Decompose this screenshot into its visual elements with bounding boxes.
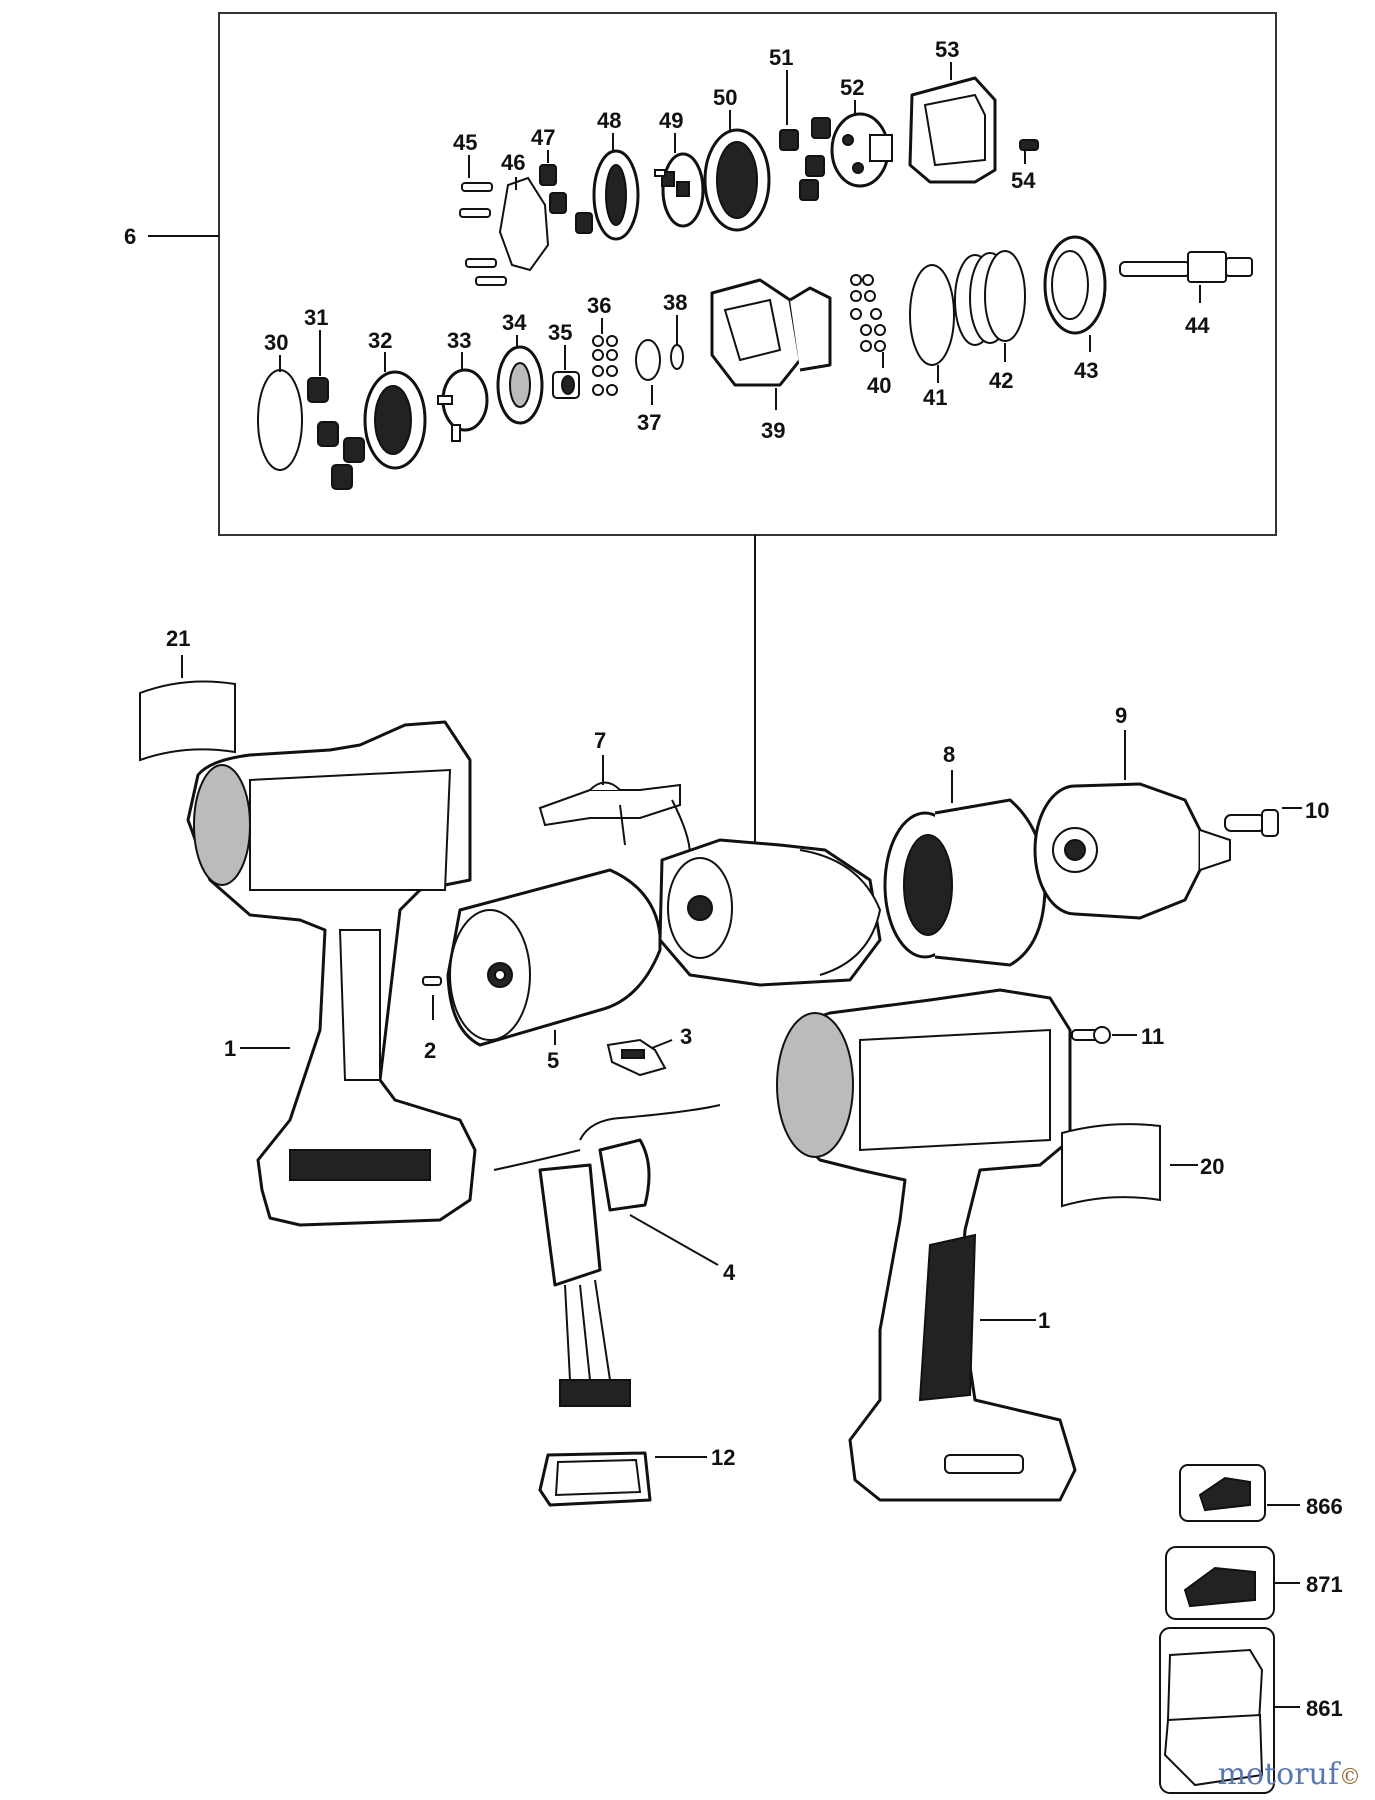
pin-2 — [422, 976, 442, 986]
part-label-44: 44 — [1185, 313, 1210, 338]
part-label-3: 3 — [680, 1024, 692, 1049]
part-label-30: 30 — [264, 330, 288, 355]
part-label-34: 34 — [502, 310, 527, 335]
housing-assembled-1 — [776, 988, 1077, 1502]
part-label-48: 48 — [597, 108, 621, 133]
part-label-54: 54 — [1011, 168, 1036, 193]
part-label-40: 40 — [867, 373, 891, 398]
part-label-42: 42 — [989, 368, 1013, 393]
part-label-52: 52 — [840, 75, 864, 100]
part-label-35: 35 — [548, 320, 572, 345]
screw-10 — [1224, 809, 1279, 837]
carrier-52 — [830, 112, 893, 188]
screws-45 — [459, 182, 507, 286]
part-label-12: 12 — [711, 1445, 735, 1470]
clutch-collar-43 — [1043, 235, 1107, 335]
carrier-33 — [437, 368, 489, 442]
part-label-11: 11 — [1141, 1024, 1164, 1049]
label-21 — [139, 680, 236, 762]
spring-42 — [954, 250, 1026, 346]
part-label-36: 36 — [587, 293, 611, 318]
part-label-5: 5 — [547, 1048, 559, 1073]
housing-half-left-1 — [186, 720, 477, 1227]
part-label-20: 20 — [1200, 1154, 1224, 1179]
gearbox-assembly-6 — [658, 838, 882, 987]
part-label-10: 10 — [1305, 798, 1329, 823]
switch-4 — [493, 1104, 721, 1407]
part-label-8: 8 — [943, 742, 955, 767]
carrier-49 — [654, 152, 705, 228]
planet-gears-51 — [779, 117, 831, 201]
part-label-46: 46 — [501, 150, 525, 175]
clutch-collar-8 — [883, 798, 1047, 967]
part-label-37: 37 — [637, 410, 661, 435]
part-label-47: 47 — [531, 125, 555, 150]
motor-5 — [446, 868, 662, 1047]
part-label-45: 45 — [453, 130, 477, 155]
circlip-38 — [670, 344, 684, 370]
balls-36 — [592, 335, 618, 396]
part-label-6: 6 — [124, 224, 136, 249]
washer-37 — [635, 339, 661, 381]
part-label-1a: 1 — [224, 1036, 236, 1061]
clutch-ring-34 — [496, 345, 544, 425]
part-label-7: 7 — [594, 728, 606, 753]
label-20 — [1061, 1123, 1161, 1208]
part-label-2: 2 — [424, 1038, 436, 1063]
clip-3 — [606, 1038, 667, 1077]
part-label-32: 32 — [368, 328, 392, 353]
case-861 — [1159, 1627, 1275, 1794]
part-label-21: 21 — [166, 626, 190, 651]
planet-gears-47 — [539, 164, 593, 234]
part-label-51: 51 — [769, 45, 793, 70]
washer-30 — [257, 369, 303, 471]
part-label-31: 31 — [304, 305, 328, 330]
charger-871 — [1165, 1546, 1275, 1620]
washer-46 — [498, 176, 550, 272]
balls-40 — [850, 274, 886, 352]
part-label-33: 33 — [447, 328, 471, 353]
planet-gears-31 — [307, 377, 365, 490]
ring-gear-50 — [703, 128, 771, 232]
part-label-39: 39 — [761, 418, 785, 443]
bracket-7 — [538, 781, 691, 856]
screw-11 — [1071, 1026, 1111, 1044]
ring-41 — [909, 264, 955, 366]
spindle-44 — [1119, 251, 1253, 283]
copyright-icon: © — [1339, 1765, 1361, 1790]
watermark: motoruf© — [1217, 1757, 1361, 1792]
part-label-871: 871 — [1306, 1572, 1343, 1597]
pin-54 — [1019, 139, 1039, 151]
gearcase-39 — [710, 278, 832, 387]
gear-35 — [552, 371, 580, 399]
part-label-861: 861 — [1306, 1696, 1343, 1721]
ring-gear-32 — [363, 370, 427, 470]
part-label-41: 41 — [923, 385, 947, 410]
gearbox-detail-box — [218, 12, 1277, 536]
chuck-9 — [1033, 782, 1231, 920]
battery-cover-12 — [538, 1451, 652, 1507]
gear-housing-53 — [908, 76, 997, 184]
part-label-53: 53 — [935, 37, 959, 62]
part-label-9: 9 — [1115, 703, 1127, 728]
part-label-43: 43 — [1074, 358, 1098, 383]
part-label-4: 4 — [723, 1260, 736, 1285]
battery-866 — [1179, 1464, 1266, 1522]
part-label-1b: 1 — [1038, 1308, 1050, 1333]
part-label-50: 50 — [713, 85, 737, 110]
part-label-49: 49 — [659, 108, 683, 133]
part-label-38: 38 — [663, 290, 687, 315]
part-label-866: 866 — [1306, 1494, 1343, 1519]
